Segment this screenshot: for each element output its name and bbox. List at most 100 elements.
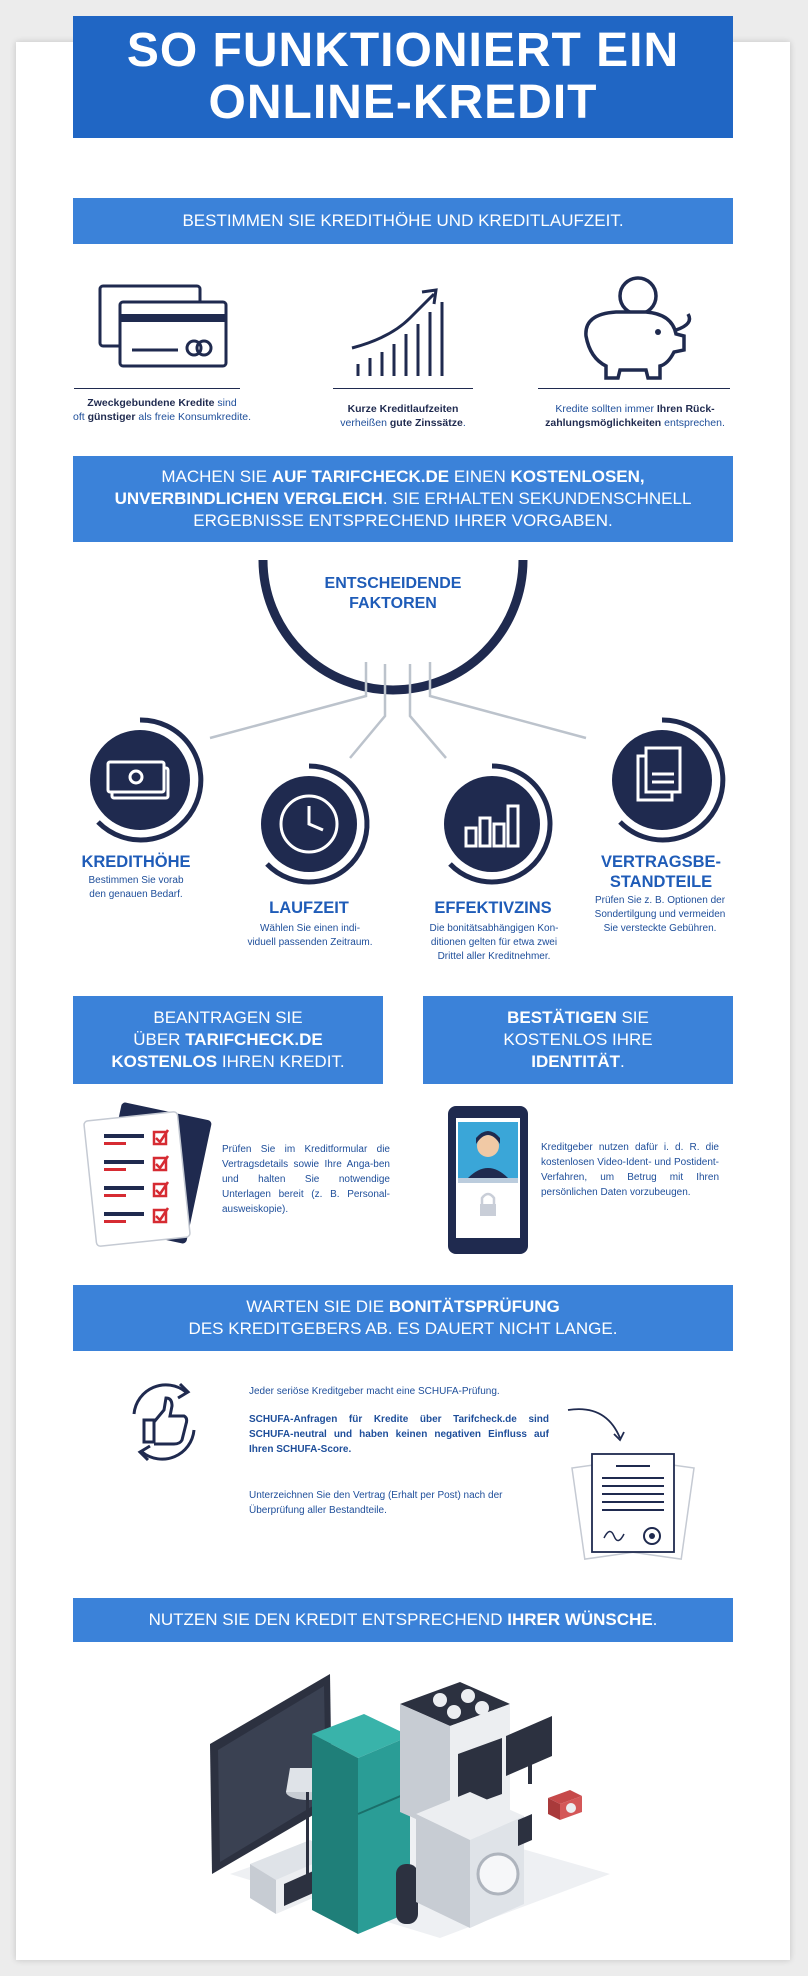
text: WARTEN SIE DIE bbox=[246, 1297, 389, 1316]
hub-line-1: ENTSCHEIDENDE bbox=[324, 575, 462, 592]
banner-line: KOSTENLOS IHRE bbox=[503, 1030, 653, 1049]
text-bold: KOSTENLOS bbox=[111, 1052, 218, 1071]
divider bbox=[333, 388, 473, 389]
text: SIE bbox=[616, 1008, 649, 1027]
desc-line: Wählen Sie einen indi- bbox=[259, 923, 361, 934]
factor-kredithoehe-title: KREDITHÖHE bbox=[81, 853, 191, 871]
page-title: SO FUNKTIONIERT EIN ONLINE-KREDIT bbox=[73, 16, 733, 138]
caption-text: verheißen bbox=[340, 417, 390, 429]
text: MACHEN SIE bbox=[161, 467, 272, 486]
credit-cards-icon bbox=[98, 284, 228, 368]
desc-line: Sie versteckte Gebühren. bbox=[603, 923, 717, 934]
text: EINEN bbox=[449, 467, 511, 486]
desc-line: viduell passenden Zeitraum. bbox=[247, 937, 373, 948]
signed-contract-icon bbox=[571, 1453, 695, 1560]
text: ERGEBNISSE ENTSPRECHEND IHRER VORGABEN. bbox=[193, 511, 613, 530]
caption-bold: Zweckgebundene Kredite bbox=[87, 397, 215, 409]
factor-vertrag-title: VERTRAGSBE- STANDTEILE bbox=[586, 852, 736, 892]
text-bold: BONITÄTSPRÜFUNG bbox=[388, 1297, 560, 1316]
title-line-1: SO FUNKTIONIERT EIN bbox=[126, 24, 680, 77]
factor-effektivzins-title: EFFEKTIVZINS bbox=[434, 899, 552, 917]
connector-lines bbox=[209, 662, 587, 759]
caption-bold: zahlungsmöglichkeiten bbox=[545, 417, 662, 429]
factor-laufzeit-ring bbox=[261, 763, 370, 885]
step3-text: Prüfen Sie im Kreditformular die Vertrag… bbox=[222, 1144, 390, 1215]
text-bold: KOSTENLOSEN, bbox=[510, 467, 645, 486]
desc-line: Sondertilgung und vermeiden bbox=[594, 909, 726, 920]
step5-text-1: Jeder seriöse Kreditgeber macht eine SCH… bbox=[249, 1386, 500, 1397]
banner-line: BESTÄTIGEN SIE bbox=[507, 1007, 649, 1029]
caption-rueckzahlung: Kredite sollten immer Ihren Rück- zahlun… bbox=[530, 402, 740, 430]
banner-line: NUTZEN SIE DEN KREDIT ENTSPRECHEND IHRER… bbox=[149, 1609, 658, 1631]
caption-text: entsprechen. bbox=[661, 417, 725, 429]
desc-line: Die bonitätsabhängigen Kon- bbox=[429, 923, 559, 934]
text-bold: IDENTITÄT bbox=[531, 1052, 621, 1071]
text: . bbox=[652, 1610, 658, 1629]
text-bold: BESTÄTIGEN bbox=[507, 1008, 617, 1027]
caption-bold: gute Zinssätze bbox=[389, 417, 463, 429]
piggy-bank-icon bbox=[584, 276, 692, 380]
text: NUTZEN SIE DEN KREDIT ENTSPRECHEND bbox=[148, 1610, 508, 1629]
banner-line: ÜBER TARIFCHECK.DE bbox=[133, 1029, 323, 1051]
caption-bold: Kurze Kreditlaufzeiten bbox=[347, 403, 459, 415]
caption-text: oft bbox=[73, 411, 88, 423]
step2-line-2: UNVERBINDLICHEN VERGLEICH. SIE ERHALTEN … bbox=[115, 488, 692, 510]
factor-vertrag-desc: Prüfen Sie z. B. Optionen der Sondertilg… bbox=[580, 894, 740, 936]
banner-line: BEANTRAGEN SIE bbox=[153, 1008, 303, 1027]
title-line: VERTRAGSBE- bbox=[600, 853, 722, 871]
banner-line: KOSTENLOS IHREN KREDIT. bbox=[111, 1051, 344, 1073]
caption-text: . bbox=[462, 417, 466, 429]
factor-effektivzins-ring bbox=[444, 763, 553, 885]
thumbs-up-refresh-icon bbox=[132, 1382, 196, 1462]
title-line-2: ONLINE-KREDIT bbox=[208, 76, 598, 129]
banner-line: IDENTITÄT. bbox=[531, 1051, 625, 1073]
text-bold: TARIFCHECK.DE bbox=[185, 1030, 323, 1049]
factors-hub-arc bbox=[258, 559, 528, 695]
desc-line: Prüfen Sie z. B. Optionen der bbox=[594, 895, 726, 906]
caption-laufzeiten: Kurze Kreditlaufzeiten verheißen gute Zi… bbox=[318, 402, 488, 430]
step3-banner: BEANTRAGEN SIE ÜBER TARIFCHECK.DE KOSTEN… bbox=[73, 996, 383, 1084]
step1-banner-text: BESTIMMEN SIE KREDITHÖHE UND KREDITLAUFZ… bbox=[182, 211, 624, 230]
step6-banner: NUTZEN SIE DEN KREDIT ENTSPRECHEND IHRER… bbox=[73, 1598, 733, 1642]
factors-hub-title: ENTSCHEIDENDE FAKTOREN bbox=[300, 574, 486, 614]
caption-bold: günstiger bbox=[87, 411, 136, 423]
step5-text-2: SCHUFA-Anfragen für Kredite über Tarifch… bbox=[249, 1414, 549, 1455]
caption-text: als freie Konsumkredite. bbox=[135, 411, 251, 423]
desc-line: ditionen gelten für etwa zwei bbox=[430, 937, 558, 948]
desc-line: Bestimmen Sie vorab bbox=[88, 875, 184, 886]
factor-vertrag-ring bbox=[612, 717, 726, 843]
factor-effektivzins-desc: Die bonitätsabhängigen Kon- ditionen gel… bbox=[412, 922, 576, 964]
hub-line-2: FAKTOREN bbox=[349, 595, 437, 612]
text-bold: AUF TARIFCHECK.DE bbox=[271, 467, 450, 486]
curved-arrow-icon bbox=[567, 1408, 625, 1442]
step4-text: Kreditgeber nutzen dafür i. d. R. die ko… bbox=[541, 1142, 719, 1198]
divider bbox=[538, 388, 730, 389]
checklist-icon bbox=[83, 1102, 212, 1247]
text-bold: UNVERBINDLICHEN VERGLEICH bbox=[114, 489, 383, 508]
appliances-illustration bbox=[210, 1674, 610, 1938]
step1-banner: BESTIMMEN SIE KREDITHÖHE UND KREDITLAUFZ… bbox=[73, 198, 733, 244]
text: . SIE ERHALTEN SEKUNDENSCHNELL bbox=[382, 489, 692, 508]
text-bold: IHRER WÜNSCHE bbox=[507, 1610, 653, 1629]
growth-chart-icon bbox=[351, 288, 444, 376]
step2-line-3: ERGEBNISSE ENTSPRECHEND IHRER VORGABEN. bbox=[193, 510, 612, 532]
factor-laufzeit-title: LAUFZEIT bbox=[269, 899, 349, 917]
step5-text-3: Unterzeichnen Sie den Vertrag (Erhalt pe… bbox=[249, 1490, 503, 1516]
factor-kredithoehe-ring bbox=[90, 717, 204, 843]
smartphone-id-icon bbox=[448, 1106, 528, 1254]
caption-text: Kredite sollten immer bbox=[555, 403, 657, 415]
text: . bbox=[620, 1052, 625, 1071]
step4-banner: BESTÄTIGEN SIE KOSTENLOS IHRE IDENTITÄT. bbox=[423, 996, 733, 1084]
divider bbox=[74, 388, 240, 389]
step2-banner: MACHEN SIE AUF TARIFCHECK.DE EINEN KOSTE… bbox=[73, 456, 733, 542]
step5-banner: WARTEN SIE DIE BONITÄTSPRÜFUNG DES KREDI… bbox=[73, 1285, 733, 1351]
title-line: STANDTEILE bbox=[609, 873, 713, 891]
factor-kredithoehe-desc: Bestimmen Sie vorab den genauen Bedarf. bbox=[66, 874, 206, 902]
banner-line: WARTEN SIE DIE BONITÄTSPRÜFUNG bbox=[246, 1296, 560, 1318]
text: IHREN KREDIT. bbox=[217, 1052, 345, 1071]
step2-line-1: MACHEN SIE AUF TARIFCHECK.DE EINEN KOSTE… bbox=[161, 466, 644, 488]
caption-zweckgebunden: Zweckgebundene Kredite sind oft günstige… bbox=[62, 396, 262, 424]
text: ÜBER bbox=[133, 1030, 186, 1049]
factor-laufzeit-desc: Wählen Sie einen indi- viduell passenden… bbox=[226, 922, 394, 950]
caption-bold: Ihren Rück- bbox=[656, 403, 715, 415]
